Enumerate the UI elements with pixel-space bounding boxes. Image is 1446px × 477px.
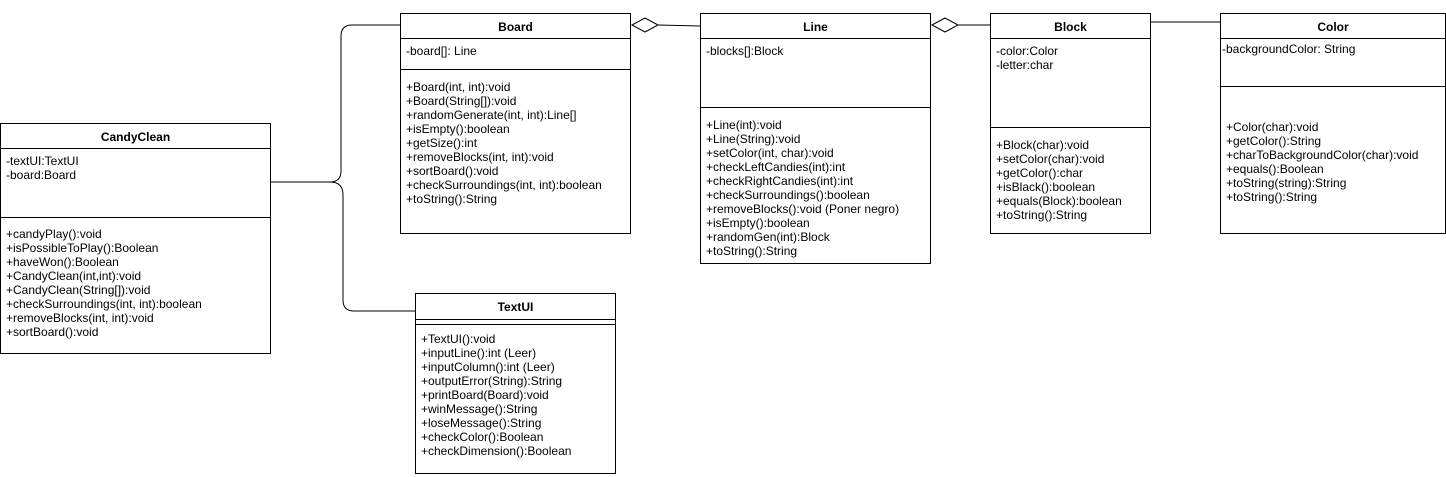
connector-candyclean-board — [270, 24, 400, 183]
class-title: TextUI — [416, 294, 615, 320]
operation: +isEmpty():boolean — [706, 216, 810, 230]
operations-section: +Block(char):void +setColor(char):void +… — [991, 128, 1150, 222]
operation: +equals(Block):boolean — [996, 194, 1122, 208]
operation: +isBlack():boolean — [996, 180, 1096, 194]
class-line[interactable]: Line -blocks[]:Block +Line(int):void +Li… — [700, 13, 931, 264]
class-candyclean[interactable]: CandyClean -textUI:TextUI -board:Board +… — [0, 123, 271, 354]
operation: +removeBlocks(int, int):void — [6, 311, 154, 325]
operation: +randomGenerate(int, int):Line[] — [406, 108, 577, 122]
operation: +loseMessage():String — [421, 416, 542, 430]
attribute: -board:Board — [6, 168, 77, 182]
attributes-section: -blocks[]:Block — [701, 39, 930, 108]
class-board[interactable]: Board -board[]: Line +Board(int, int):vo… — [400, 13, 631, 234]
operation: +toString():String — [996, 208, 1088, 222]
operation: +toString():String — [706, 244, 798, 258]
operation: +inputLine():int (Leer) — [421, 346, 537, 360]
operation: +TextUI():void — [421, 332, 496, 346]
operation: +setColor(char):void — [996, 152, 1105, 166]
operation: +toString(string):String — [1226, 176, 1347, 190]
aggregation-diamond-line-icon — [930, 17, 960, 33]
operation: +charToBackgroundColor(char):void — [1226, 148, 1419, 162]
operations-section: +TextUI():void +inputLine():int (Leer) +… — [416, 325, 615, 458]
class-title: Block — [991, 14, 1150, 39]
operation: +Color(char):void — [1226, 120, 1319, 134]
operation: +checkDimension():Boolean — [421, 444, 572, 458]
operation: +Line(String):void — [706, 132, 801, 146]
attributes-section — [416, 320, 615, 325]
attributes-section: -textUI:TextUI -board:Board — [1, 149, 270, 218]
operation: +candyPlay():void — [6, 227, 102, 241]
operation: +checkSurroundings():boolean — [706, 188, 870, 202]
class-textui[interactable]: TextUI +TextUI():void +inputLine():int (… — [415, 293, 616, 474]
operation: +removeBlocks():void (Poner negro) — [706, 202, 900, 216]
class-title: CandyClean — [1, 124, 270, 149]
operation: +outputError(String):String — [421, 374, 563, 388]
attribute: -backgroundColor: String — [1222, 42, 1356, 56]
operation: +getSize():int — [406, 136, 478, 150]
operation: +getColor():char — [996, 166, 1084, 180]
attributes-section: -board[]: Line — [401, 39, 630, 70]
operation: +checkSurroundings(int, int):boolean — [6, 297, 202, 311]
operation: +Line(int):void — [706, 118, 782, 132]
connector-candyclean-textui — [329, 181, 415, 312]
operation: +isEmpty():boolean — [406, 122, 510, 136]
operations-section: +Line(int):void +Line(String):void +setC… — [701, 108, 930, 258]
operation: +sortBoard():void — [6, 325, 99, 339]
operation: +equals():Boolean — [1226, 162, 1324, 176]
operation: +setColor(int, char):void — [706, 146, 834, 160]
operations-section: +Color(char):void +getColor():String +ch… — [1221, 87, 1445, 204]
aggregation-diamond-board-icon — [630, 17, 660, 33]
operation: +isPossibleToPlay():Boolean — [6, 241, 159, 255]
operation: +checkRightCandies(int):int — [706, 174, 854, 188]
class-block[interactable]: Block -color:Color -letter:char +Block(c… — [990, 13, 1151, 234]
attribute: -textUI:TextUI — [6, 154, 79, 168]
operation: +Block(char):void — [996, 138, 1090, 152]
operation: +getColor():String — [1226, 134, 1322, 148]
operation: +haveWon():Boolean — [6, 255, 119, 269]
operation: +randomGen(int):Block — [706, 230, 830, 244]
operation: +checkSurroundings(int, int):boolean — [406, 178, 602, 192]
attribute: -blocks[]:Block — [706, 44, 784, 58]
class-title: Line — [701, 14, 930, 39]
operation: +checkLeftCandies(int):int — [706, 160, 846, 174]
attribute: -letter:char — [996, 58, 1054, 72]
operation: +CandyClean(String[]):void — [6, 283, 151, 297]
attribute: -board[]: Line — [406, 44, 477, 58]
attribute: -color:Color — [996, 44, 1059, 58]
operation: +sortBoard():void — [406, 164, 499, 178]
operation: +inputColumn():int (Leer) — [421, 360, 555, 374]
class-color[interactable]: Color -backgroundColor: String +Color(ch… — [1220, 13, 1446, 234]
operation: +removeBlocks(int, int):void — [406, 150, 554, 164]
operations-section: +Board(int, int):void +Board(String[]):v… — [401, 70, 630, 206]
operations-section: +candyPlay():void +isPossibleToPlay():Bo… — [1, 218, 270, 339]
operation: +printBoard(Board):void — [421, 388, 549, 402]
operation: +toString():String — [1226, 190, 1318, 204]
operation: +toString():String — [406, 192, 498, 206]
operation: +checkColor():Boolean — [421, 430, 544, 444]
operation: +CandyClean(int,int):void — [6, 269, 142, 283]
attributes-section: -backgroundColor: String — [1221, 39, 1445, 87]
operation: +Board(String[]):void — [406, 94, 517, 108]
class-title: Board — [401, 14, 630, 39]
operation: +Board(int, int):void — [406, 80, 511, 94]
attributes-section: -color:Color -letter:char — [991, 39, 1150, 128]
operation: +winMessage():String — [421, 402, 538, 416]
connector-board-line — [657, 24, 701, 27]
class-title: Color — [1221, 14, 1445, 39]
